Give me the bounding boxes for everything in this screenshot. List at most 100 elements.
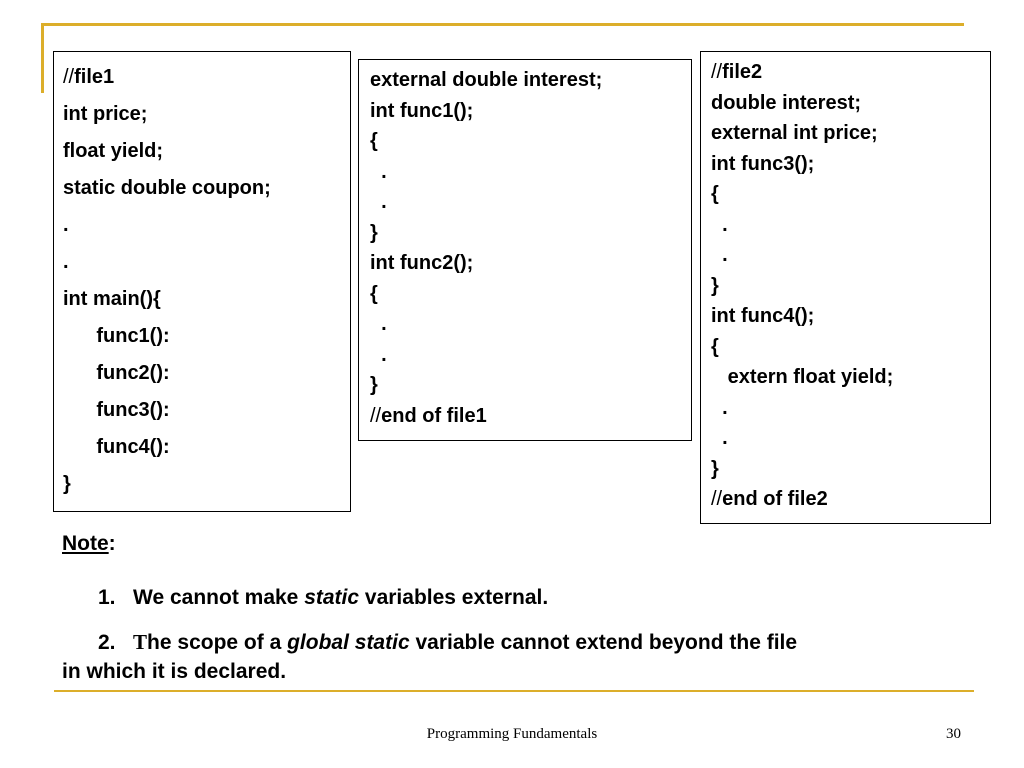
code-line: static double coupon; (63, 170, 350, 207)
code-text: func4(): (96, 436, 170, 458)
code-line: int func3(); (711, 149, 990, 180)
code-text: extern float yield; (727, 366, 894, 388)
page-number: 30 (946, 726, 961, 742)
code-text: . (381, 191, 387, 213)
code-line: { (711, 179, 990, 210)
code-text: { (711, 335, 719, 358)
code-line: . (711, 393, 990, 424)
comment-prefix: // (370, 404, 382, 427)
file2-code-box: //file2 double interest; external int pric… (700, 51, 991, 524)
code-text: } (711, 457, 719, 480)
code-line: } (711, 454, 990, 485)
note-title: Note (62, 532, 109, 555)
code-text: int func2(); (370, 252, 474, 274)
comment-prefix: // (63, 66, 75, 88)
note-colon: : (108, 532, 116, 555)
code-line: . (63, 244, 350, 281)
code-text: double interest; (711, 91, 862, 114)
code-text: . (722, 213, 728, 236)
note-item-1-before: We cannot make (133, 586, 305, 609)
comment-prefix: // (711, 61, 723, 83)
code-indent (370, 313, 381, 335)
code-line: func4(): (63, 429, 350, 466)
code-indent (370, 344, 381, 366)
code-line: //file2 (711, 57, 990, 88)
note-item-1-text: We cannot make static variables external… (133, 586, 548, 609)
code-line: { (711, 332, 990, 363)
left-accent-rule (41, 23, 44, 93)
code-text: static double coupon; (63, 177, 271, 199)
top-accent-rule (41, 23, 964, 26)
code-text: { (370, 282, 378, 305)
code-line: } (711, 271, 990, 302)
code-line: { (370, 279, 691, 310)
code-line: } (370, 370, 691, 401)
code-line: external int price; (711, 118, 990, 149)
code-indent (711, 366, 728, 388)
note-item-2: 2. The scope of a global static variable… (98, 630, 797, 655)
note-item-2-emphasis: global static (287, 631, 410, 654)
bottom-accent-rule (54, 690, 974, 692)
file2-code-lines: //file2 double interest; external int pric… (711, 57, 990, 515)
code-line: int func2(); (370, 248, 691, 279)
code-text: external int price; (711, 122, 878, 144)
code-indent (63, 325, 96, 347)
file1-continued-code-lines: external double interest;int func1();{ .… (370, 65, 691, 431)
code-line: int main(){ (63, 281, 350, 318)
code-indent (711, 427, 722, 449)
code-text: . (381, 313, 387, 335)
code-text: float yield; (63, 140, 164, 162)
code-line: func3(): (63, 392, 350, 429)
code-line: //file1 (63, 59, 350, 96)
note-item-1: 1. We cannot make static variables exter… (98, 586, 548, 610)
code-text: func3(): (96, 399, 170, 421)
code-line: //end of file2 (711, 484, 990, 515)
code-text: func1(): (96, 325, 170, 347)
code-text: file2 (722, 61, 763, 83)
code-text: . (63, 251, 69, 273)
code-text: . (381, 160, 387, 183)
code-text: } (63, 473, 71, 495)
note-item-2-continuation: in which it is declared. (62, 660, 287, 683)
note-item-2-text-b: variable cannot extend beyond the file (409, 631, 798, 654)
code-indent (711, 244, 722, 266)
code-line: . (711, 423, 990, 454)
code-line: int func4(); (711, 301, 990, 332)
footer-title: Programming Fundamentals (426, 726, 598, 742)
code-text: . (63, 214, 69, 236)
code-indent (63, 436, 96, 458)
code-text: int func4(); (711, 305, 815, 327)
code-indent (63, 399, 96, 421)
code-text: int func1(); (370, 99, 474, 122)
code-line: . (711, 210, 990, 241)
code-line: . (370, 157, 691, 188)
note-heading: Note: (62, 532, 116, 556)
code-text: int func3(); (711, 152, 815, 175)
code-text: int main(){ (63, 288, 161, 310)
code-text: . (722, 427, 728, 449)
note-item-2-text-a: he scope of a (147, 631, 288, 654)
code-text: } (370, 221, 378, 244)
code-line: float yield; (63, 133, 350, 170)
code-line: int func1(); (370, 96, 691, 127)
code-text: end of file1 (381, 404, 487, 427)
code-text: . (381, 343, 387, 366)
code-indent (63, 362, 96, 384)
code-text: end of file2 (722, 488, 828, 510)
code-line: . (63, 207, 350, 244)
code-line: } (370, 218, 691, 249)
file1-continued-code-box: external double interest;int func1();{ .… (358, 59, 692, 441)
note-item-1-number: 1. (98, 586, 116, 609)
code-line: . (370, 187, 691, 218)
note-item-2-text: The scope of a global static variable ca… (133, 630, 798, 654)
code-line: //end of file1 (370, 401, 691, 432)
code-line: int price; (63, 96, 350, 133)
code-indent (370, 191, 381, 213)
code-indent (370, 161, 381, 183)
code-indent (711, 214, 722, 236)
code-text: . (722, 396, 728, 419)
code-line: func2(): (63, 355, 350, 392)
code-text: } (711, 274, 719, 297)
